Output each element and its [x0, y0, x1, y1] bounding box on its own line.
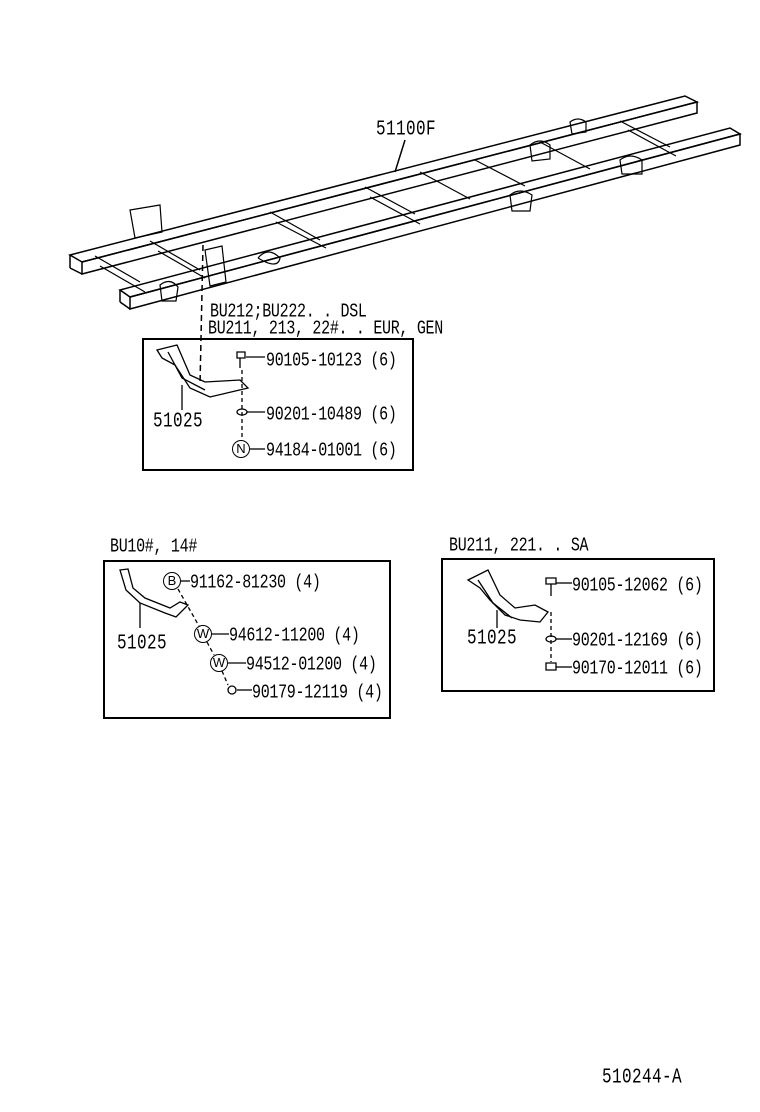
chassis-frame-drawing [68, 95, 742, 310]
part-number: 90179-12119 (4) [252, 681, 383, 704]
part-number: 94184-01001 (6) [266, 439, 397, 462]
illustration-number: 510244-A [602, 1065, 683, 1089]
part-number: 90201-12169 (6) [572, 629, 703, 652]
bracket-part-number: 51025 [153, 409, 204, 433]
bracket-drawing-2 [119, 568, 190, 628]
frame-part-number: 51100F [376, 117, 437, 141]
part-number: 90170-12011 (6) [572, 657, 703, 680]
part-number: 90201-10489 (6) [266, 403, 397, 426]
parts-group-box-3 [441, 558, 715, 692]
leader-line [394, 139, 406, 173]
washer-icon: W [210, 654, 228, 672]
fasteners-1 [236, 351, 265, 450]
part-number: 94512-01200 (4) [246, 653, 377, 676]
part-number: 90105-12062 (6) [572, 574, 703, 597]
applicability-label: BU10#, 14# [110, 535, 198, 558]
washer-icon: W [194, 625, 212, 643]
dashed-leader [199, 244, 204, 386]
applicability-label: BU211, 221. . SA [449, 534, 589, 557]
bracket-part-number: 51025 [467, 626, 518, 650]
applicability-label: BU212;BU222. . DSL [210, 300, 367, 323]
applicability-label: BU211, 213, 22#. . EUR, GEN [208, 317, 443, 340]
parts-group-box-1 [142, 338, 414, 471]
part-number: 94612-11200 (4) [229, 624, 360, 647]
nut-icon: N [232, 440, 250, 458]
fasteners-3 [545, 577, 572, 671]
fasteners-2 [177, 580, 252, 695]
part-number: 90105-10123 (6) [266, 349, 397, 372]
part-number: 91162-81230 (4) [190, 571, 321, 594]
bracket-drawing-1 [155, 344, 250, 410]
bracket-drawing-3 [466, 569, 549, 628]
bracket-part-number: 51025 [117, 631, 168, 655]
parts-group-box-2 [103, 560, 391, 719]
bolt-icon: B [163, 572, 181, 590]
